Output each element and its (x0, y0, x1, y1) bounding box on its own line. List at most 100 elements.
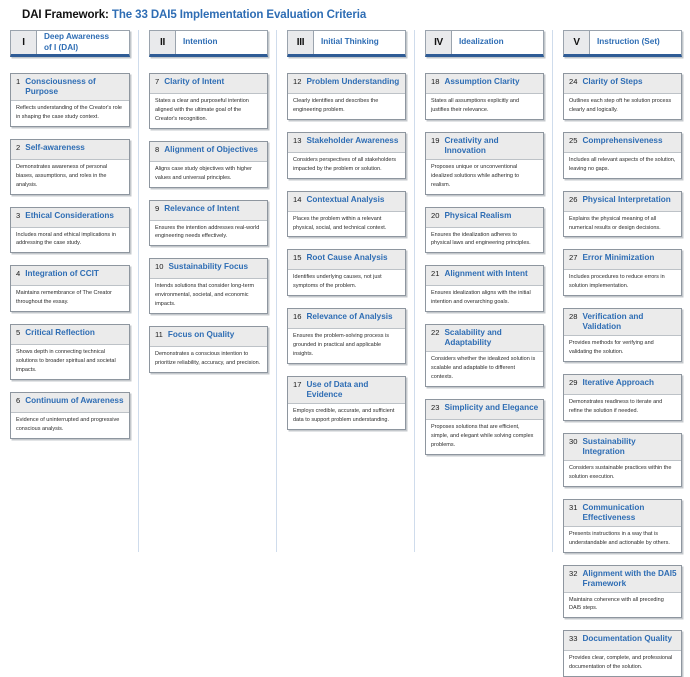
criterion-title: Consciousness of Purpose (25, 77, 96, 96)
criterion-number: 7 (155, 77, 160, 86)
phase-name: Instruction (Set) (590, 31, 681, 54)
criterion-number: 31 (569, 502, 578, 512)
criterion-title: Relevance of Intent (164, 203, 240, 213)
criterion-description: Proposes unique or unconventional ideali… (431, 163, 520, 188)
criterion-title: Critical Reflection (25, 328, 95, 338)
criterion-title: Problem Understanding (306, 77, 400, 86)
page-title-rest: The 33 DAI5 Implementation Evaluation Cr… (111, 9, 367, 21)
page-title-prefix: DAI Framework: (22, 9, 109, 21)
criterion-title: Sustainability Focus (168, 262, 249, 272)
criterion-description: Explains the physical meaning of all num… (569, 215, 661, 231)
phase-name-line: Deep Awareness (44, 32, 110, 42)
page-title: DAI Framework: The 33 DAI5 Implementatio… (22, 9, 366, 21)
criterion-description: Demonstrates awareness of personal biase… (16, 163, 108, 188)
criterion-title: Continuum of Awareness (25, 395, 124, 405)
criterion-number: 12 (293, 77, 302, 86)
phase-roman-numeral: II (150, 31, 176, 54)
criterion-description: Ensures the intention addresses real-wor… (155, 224, 260, 240)
criterion-title: Communication Effectiveness (582, 502, 645, 522)
criterion-description: Outlines each step oft he solution proce… (569, 98, 672, 113)
phase-name-line: of I (DAI) (44, 42, 79, 52)
criterion-number: 17 (293, 379, 302, 389)
criterion-description: Places the problem within a relevant phy… (293, 215, 387, 231)
criterion-description: Reflects understanding of the Creator's … (16, 105, 122, 120)
criterion-number: 21 (431, 269, 440, 279)
criterion-description: Ensures the idealization adheres to phys… (431, 231, 531, 247)
criterion-description: Provides clear, complete, and profession… (569, 655, 673, 671)
criterion-number: 24 (569, 77, 578, 86)
criterion-number: 5 (16, 328, 21, 338)
criterion-number: 18 (431, 77, 440, 86)
criterion-description: Demonstrates a conscious intention to pr… (155, 351, 261, 366)
criterion-title: Physical Realism (444, 210, 512, 220)
criterion-number: 19 (431, 135, 440, 145)
criterion-title: Clarity of Intent (164, 77, 225, 86)
criterion-description: Maintains remembrance of The Creator thr… (16, 290, 112, 306)
criterion-number: 1 (16, 77, 21, 86)
criterion-title: Alignment with Intent (444, 269, 528, 279)
criterion-title: Relevance of Analysis (306, 312, 393, 322)
criterion-card-header: 31 Communication Effectiveness (564, 499, 681, 527)
criterion-number: 32 (569, 568, 578, 578)
criterion-number: 16 (293, 312, 302, 322)
criterion-number: 30 (569, 436, 578, 446)
criterion-title: Comprehensiveness (582, 135, 663, 145)
criterion-number: 6 (16, 395, 21, 405)
criterion-description: Presents instructions in a way that is u… (569, 530, 670, 546)
criterion-title: Integration of CCIT (25, 269, 99, 279)
criterion-title: Error Minimization (582, 253, 655, 263)
criterion-description: Ensures the problem-solving process is g… (293, 333, 389, 358)
